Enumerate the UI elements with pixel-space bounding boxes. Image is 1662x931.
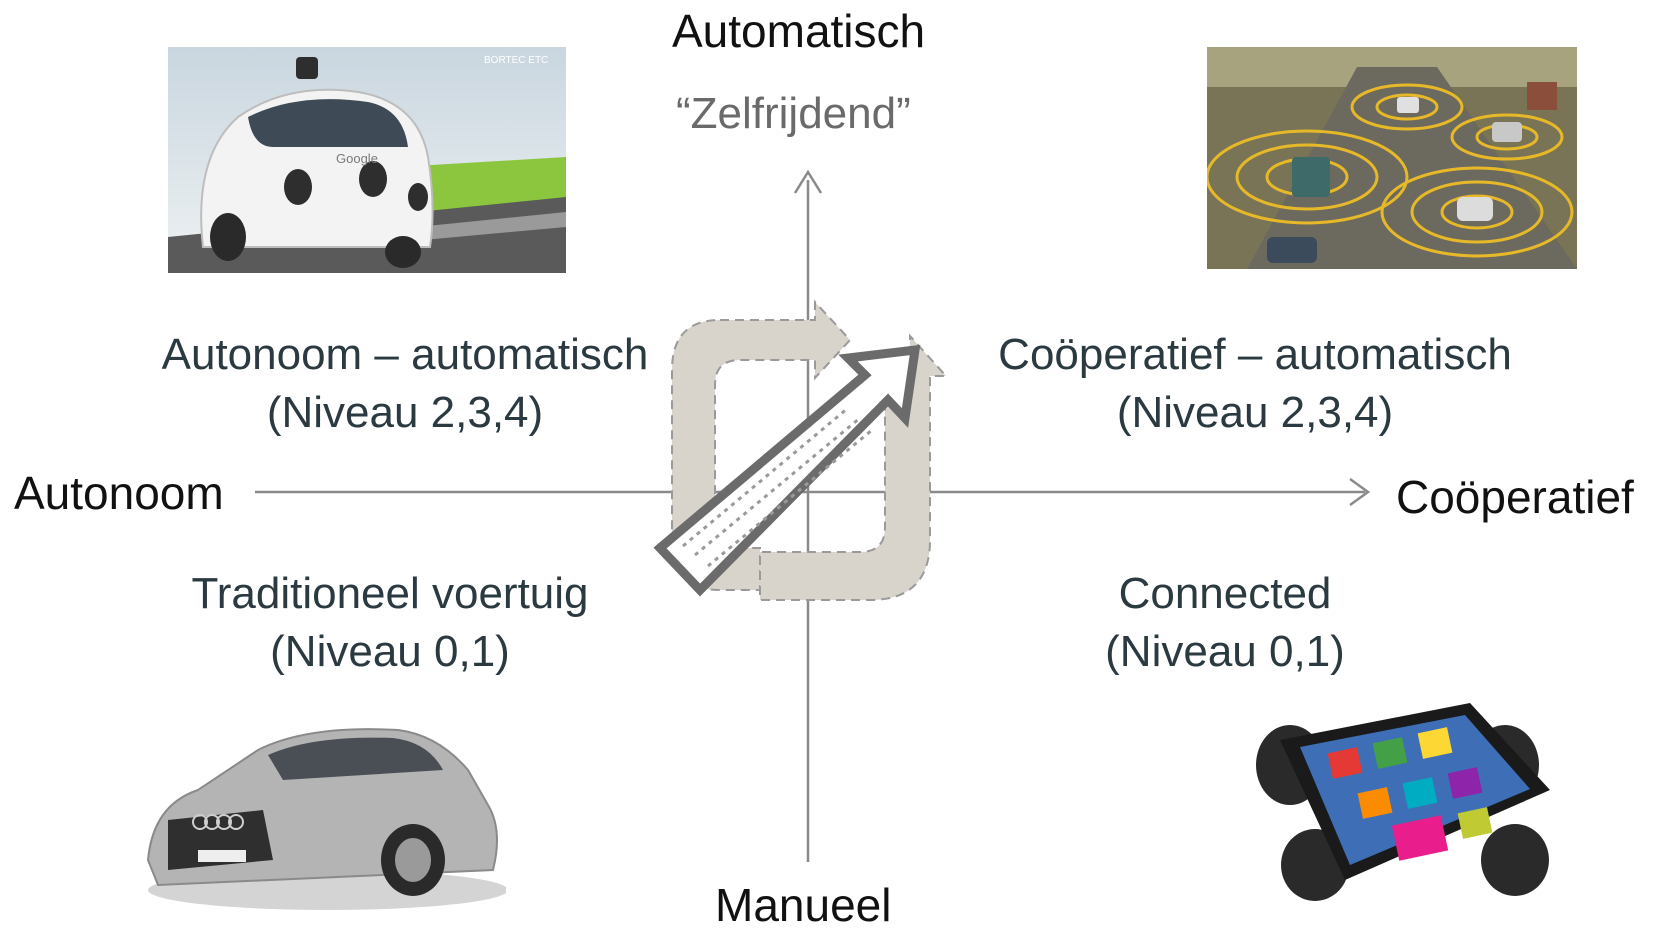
quadrant-bottom-right-line1: Connected — [1118, 569, 1332, 618]
quadrant-top-right-line2: (Niveau 2,3,4) — [1116, 388, 1394, 437]
axis-bottom-label: Manueel — [715, 879, 892, 931]
axis-left-label: Autonoom — [14, 467, 224, 519]
quadrant-bottom-left-line1: Traditioneel voertuig — [191, 569, 589, 618]
quadrant-top-left-line2: (Niveau 2,3,4) — [266, 388, 544, 437]
horizontal-axis-arrowhead — [1349, 477, 1371, 507]
quadrant-bottom-left-line2: (Niveau 0,1) — [270, 627, 510, 676]
quadrant-bottom-left-label: Traditioneel voertuig (Niveau 0,1) — [160, 565, 620, 681]
quadrant-top-right-line1: Coöperatief – automatisch — [998, 330, 1512, 379]
quadrant-top-right-label: Coöperatief – automatisch (Niveau 2,3,4) — [965, 326, 1545, 442]
photo-traditional-car — [138, 710, 506, 910]
vertical-axis-arrowhead — [793, 169, 823, 194]
quadrant-top-left-line1: Autonoom – automatisch — [161, 330, 649, 379]
axis-top-sublabel: “Zelfrijdend” — [676, 89, 911, 138]
axis-right-label: Coöperatief — [1396, 471, 1634, 523]
google-brand-text: Google — [336, 151, 378, 166]
quadrant-bottom-right-label: Connected (Niveau 0,1) — [1075, 565, 1375, 681]
quadrant-top-left-label: Autonoom – automatisch (Niveau 2,3,4) — [130, 326, 680, 442]
photo-cooperative-highway — [1207, 47, 1577, 269]
photo-connected-car — [1225, 695, 1575, 905]
axis-top-label: Automatisch — [672, 5, 926, 57]
photo-self-driving-car: Google BORTEC ETC — [168, 47, 566, 273]
quadrant-bottom-right-line2: (Niveau 0,1) — [1105, 627, 1345, 676]
cycle-ring — [671, 299, 852, 591]
diagonal-arrow — [653, 344, 921, 597]
photo-watermark: BORTEC ETC — [484, 55, 548, 66]
